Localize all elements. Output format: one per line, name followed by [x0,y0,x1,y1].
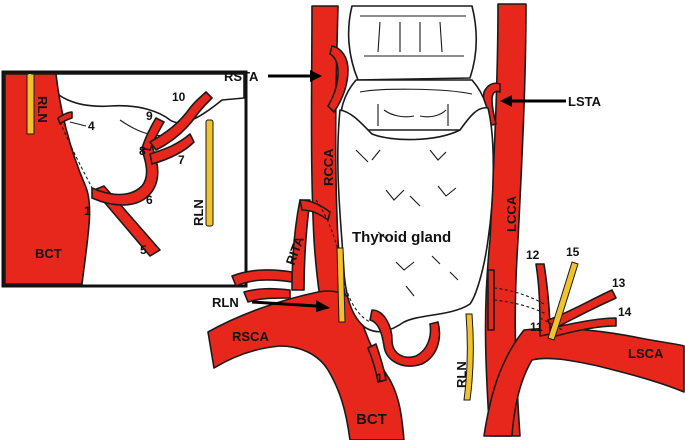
rln-left-label: RLN [454,361,469,388]
thyroid-gland [337,106,495,333]
lsta-arrow-head [500,95,512,107]
branch-11-dash [539,317,563,331]
rsca-label: RSCA [232,329,269,344]
rsta-arrow-head [310,70,322,82]
inset-bct-vessel [4,73,91,285]
num-12: 12 [526,248,540,262]
branch-13-vessel [547,289,617,331]
rln-arrow-head [316,300,330,312]
branch-1-vessel [367,343,387,383]
inset-num-9: 9 [146,109,153,123]
cricoid-arches [383,109,447,118]
inset-branch-4 [57,111,73,125]
num-13: 13 [612,276,626,290]
inset-num-5: 5 [140,243,147,257]
lsca-vessel [483,327,685,437]
cricoid-lines [359,88,473,126]
num-11: 11 [530,320,543,334]
inset-panel: RLN RLN BCT 4 1 5 6 7 8 9 10 [1,70,248,288]
num-14: 14 [618,305,632,319]
thyroid-label: Thyroid gland [352,229,451,246]
rcca-label: RCCA [321,148,336,186]
rita-side-branch-lower [243,287,291,303]
inset-rln-side-label: RLN [191,199,206,226]
bct-label: BCT [356,411,387,428]
inset-pointer-4 [69,121,87,127]
left-dashed-course [493,287,547,315]
cartilage-ridges [377,21,443,53]
num-15: 15 [566,245,580,259]
thyroid-texture [355,149,459,297]
inset-num-7: 7 [178,153,185,167]
main-diagram: RSTA LSTA RCCA LCCA RITA Thyroid gland R… [207,3,685,440]
rln-left-nerve [463,313,474,401]
rita-side-branch-upper [231,269,293,287]
branch-12-vessel [535,263,551,337]
inset-num-4: 4 [88,119,95,133]
num-1: 1 [376,371,383,385]
nerve-15 [547,261,579,341]
left-vertebral-segment [487,269,495,331]
cartilage-lines [360,15,466,57]
rln-right-nerve [336,247,346,323]
inset-branch-7 [149,133,195,165]
lsta-label: LSTA [568,94,602,109]
lcca-label: LCCA [504,195,519,232]
inferior-thyroid-loop [369,309,441,367]
inset-branch-10 [149,91,213,151]
inset-dashed-course [59,121,93,189]
inset-num-10: 10 [172,90,186,104]
inset-rln-side-nerve [205,119,214,227]
rln-right-label: RLN [212,295,239,310]
thyroid-cartilage [347,5,478,81]
rita-hook [299,199,331,221]
inset-rln-top-label: RLN [35,96,50,123]
inset-num-1: 1 [84,204,91,218]
branch-14-vessel [551,317,617,337]
rsta-vessel [327,45,349,113]
inset-num-6: 6 [146,193,153,207]
rsta-label: RSTA [224,69,259,84]
rsca-bct-vessel [207,290,405,440]
rln-arrow-line [251,300,317,308]
rita-vessel [291,199,311,291]
inset-num-8: 8 [139,144,146,158]
lsca-label: LSCA [628,346,664,361]
inset-bct-label: BCT [35,246,62,261]
